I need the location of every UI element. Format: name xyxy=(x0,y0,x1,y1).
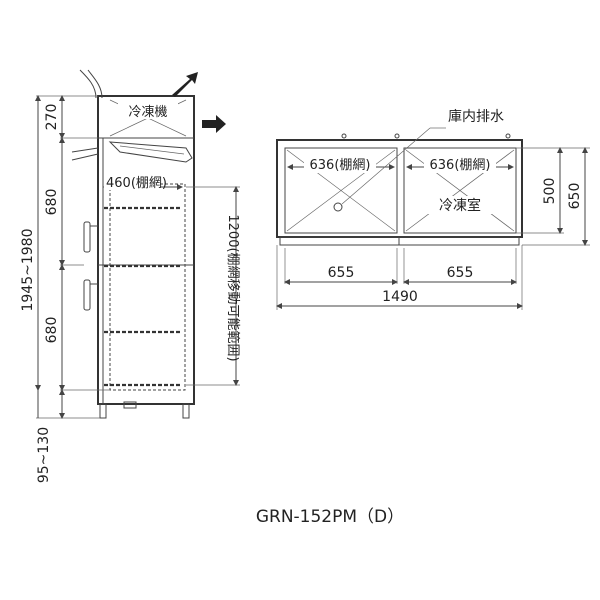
right-shelf-label: 636(棚網) xyxy=(430,158,491,173)
right-width-label: 655 xyxy=(447,265,474,281)
room-label-bg xyxy=(428,196,492,214)
dim-feet: 95~130 xyxy=(36,427,52,483)
exhaust-arrow-right xyxy=(202,115,226,133)
shelf-depth-bg xyxy=(104,174,160,190)
dim-270: 270 xyxy=(44,104,60,131)
foot-front xyxy=(99,403,107,419)
upper-handle xyxy=(83,221,91,253)
power-cord xyxy=(79,69,97,99)
hinge-top xyxy=(71,147,99,161)
outer-depth-label: 650 xyxy=(567,183,583,210)
drain-label: 庫内排水 xyxy=(448,108,504,125)
shelf-range-label: 1200(棚網移動可能範囲) xyxy=(225,214,240,361)
room-label: 冷凍室 xyxy=(439,197,481,214)
left-compartment xyxy=(284,147,398,234)
exhaust-arrow-up xyxy=(172,72,198,97)
lower-handle xyxy=(83,279,91,311)
side-view: 460(棚網) 冷凍機 270 680 680 1945~1980 95~130… xyxy=(20,69,240,483)
top-hinge-right xyxy=(505,133,511,139)
left-x-b xyxy=(286,149,396,232)
inner-depth-label: 500 xyxy=(542,178,558,205)
drain-hole xyxy=(333,202,343,212)
machine-label: 冷凍機 xyxy=(128,104,167,120)
cabinet-outline xyxy=(97,95,195,405)
power-cord-2 xyxy=(87,69,103,99)
shelf-depth-label: 460(棚網) xyxy=(106,176,167,191)
left-width-label: 655 xyxy=(328,265,355,281)
model-title: GRN-152PM（D） xyxy=(256,507,404,527)
left-shelf-label: 636(棚網) xyxy=(310,158,371,173)
dim-upper-680: 680 xyxy=(44,189,60,216)
drain-fitting xyxy=(123,401,137,409)
evaporator-duct xyxy=(108,141,193,163)
drain-leader xyxy=(341,127,431,205)
top-view: 636(棚網) 636(棚網) 冷凍室 庫内排水 655 655 1490 xyxy=(276,108,590,310)
right-compartment xyxy=(403,147,517,234)
foot-back xyxy=(182,403,190,419)
inner-cavity xyxy=(109,183,186,391)
left-shelf-bg xyxy=(304,156,376,173)
evaporator-fins xyxy=(119,145,185,155)
dim-total: 1945~1980 xyxy=(20,229,36,312)
dim-lower-680: 680 xyxy=(44,317,60,344)
total-width-label: 1490 xyxy=(382,289,418,305)
top-hinge-left xyxy=(341,133,347,139)
right-shelf-bg xyxy=(424,156,496,173)
machine-label-bg xyxy=(118,103,178,119)
top-hinge-mid xyxy=(394,133,400,139)
